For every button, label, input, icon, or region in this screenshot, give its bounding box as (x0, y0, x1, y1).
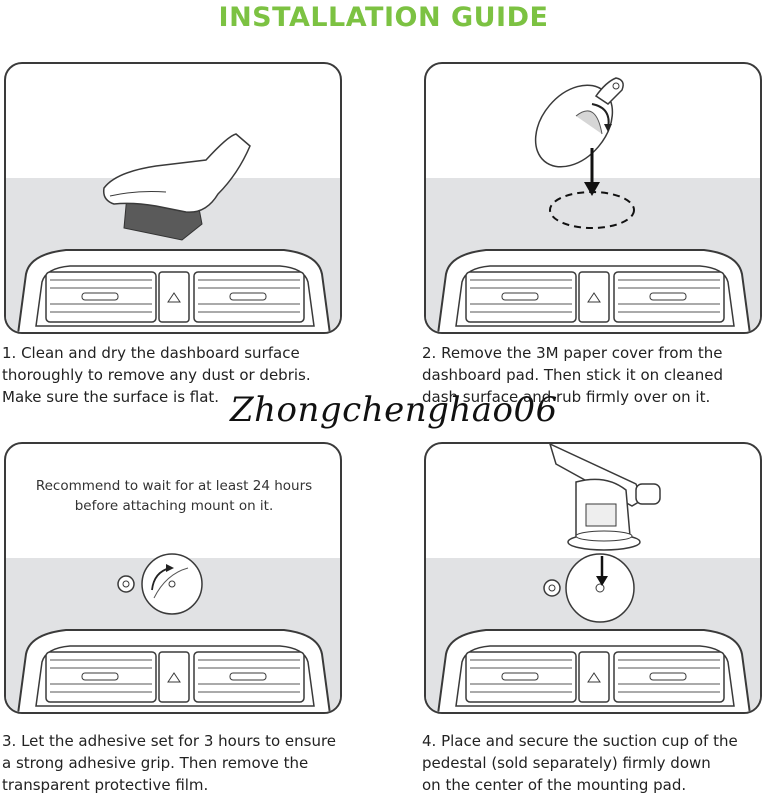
mounting-pad-icon (117, 553, 203, 615)
step-1-illustration (4, 62, 342, 334)
dashboard-vent-icon (17, 629, 331, 712)
step-3-illustration: Recommend to wait for at least 24 hours … (4, 442, 342, 714)
target-outline-icon (549, 191, 635, 229)
step-3-note: Recommend to wait for at least 24 hours … (35, 478, 313, 514)
dashboard-vent-icon (437, 629, 751, 712)
dashboard-vent-icon (17, 249, 331, 332)
step-4-caption: 4. Place and secure the suction cup of t… (422, 732, 738, 794)
dashboard-vent-icon (437, 249, 751, 332)
watermark: Zhongchenghao06 (230, 390, 558, 430)
hand-icon (102, 133, 251, 213)
mounting-pad-icon (543, 553, 635, 623)
step-1-caption: 1. Clean and dry the dashboard surface t… (2, 344, 311, 406)
step-2-caption: 2. Remove the 3M paper cover from the da… (422, 344, 723, 406)
step-4-illustration (424, 442, 762, 714)
suction-mount-icon (549, 444, 661, 551)
adhesive-pad-icon (534, 77, 624, 168)
page-title: INSTALLATION GUIDE (218, 2, 549, 33)
step-3-caption: 3. Let the adhesive set for 3 hours to e… (2, 732, 337, 794)
step-2-illustration (424, 62, 762, 334)
